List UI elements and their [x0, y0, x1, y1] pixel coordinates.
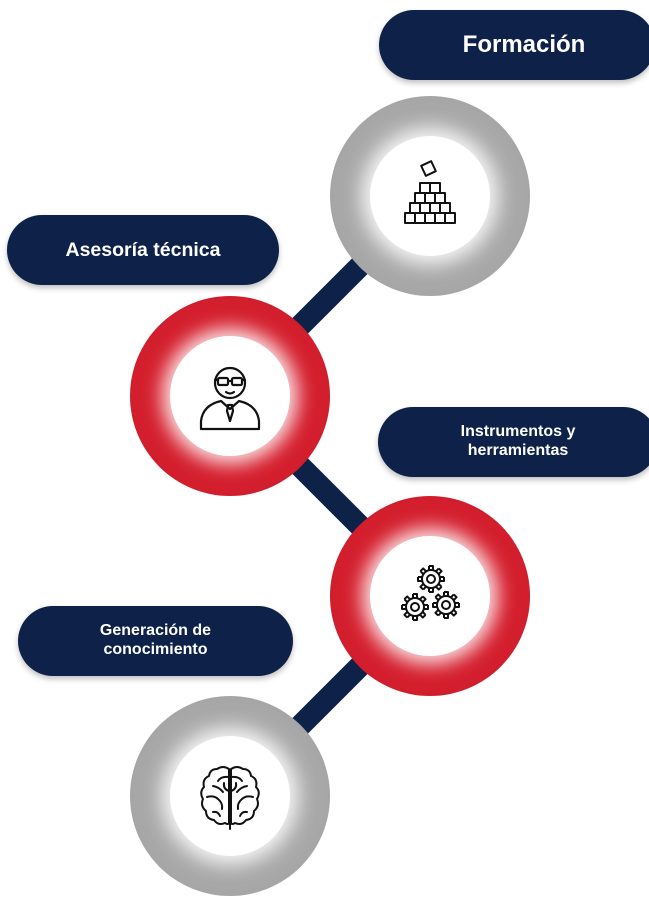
- instrumentos-node-center: [370, 536, 490, 656]
- advisor-person-icon: [199, 366, 261, 431]
- generacion-label-line1: Generación de: [99, 622, 212, 640]
- asesoria-label: Asesoría técnica: [7, 215, 279, 285]
- formacion-node-center: [370, 136, 490, 256]
- instrumentos-node: [330, 496, 530, 696]
- asesoria-node: [130, 296, 330, 496]
- instrumentos-label-line1: Instrumentos y: [460, 423, 576, 441]
- generacion-label-line2: conocimiento: [103, 641, 208, 658]
- generacion-node: [130, 696, 330, 896]
- building-blocks-icon: [404, 160, 456, 224]
- instrumentos-label: Instrumentos y herramientas: [378, 407, 649, 477]
- generacion-label: Generación de conocimiento: [18, 606, 293, 676]
- formacion-node: [330, 96, 530, 296]
- formacion-label: Formación: [379, 10, 649, 80]
- instrumentos-label-line2: herramientas: [467, 442, 569, 459]
- asesoria-node-center: [170, 336, 290, 456]
- generacion-node-center: [170, 736, 290, 856]
- gears-icon: [401, 565, 460, 621]
- brain-icon: [200, 766, 260, 830]
